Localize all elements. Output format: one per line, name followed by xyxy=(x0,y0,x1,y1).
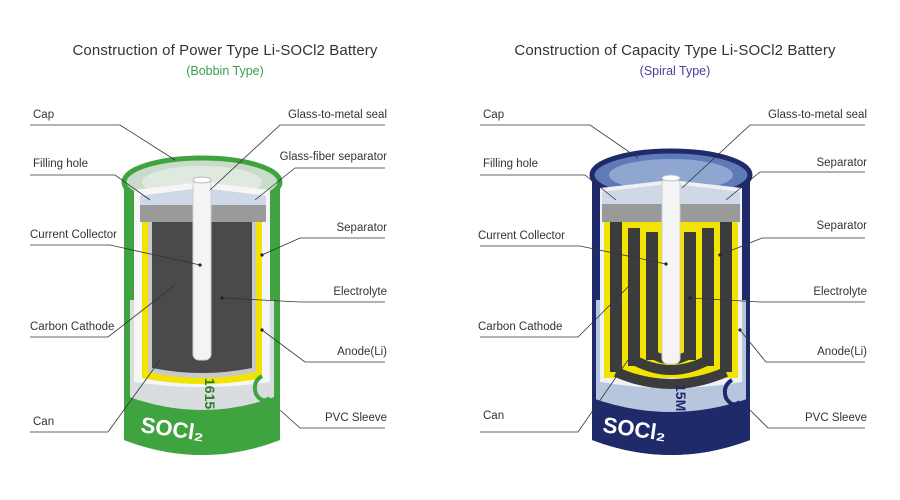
logo-mark xyxy=(722,378,742,407)
sleeve-bottom-band xyxy=(592,398,750,455)
current-collector xyxy=(661,177,681,365)
label-anode: Anode(Li) xyxy=(337,346,387,358)
label-glass-fiber-separator: Glass-fiber separator xyxy=(279,151,387,163)
label-anode: Anode(Li) xyxy=(817,346,867,358)
spiral-title: Construction of Capacity Type Li-SOCl2 B… xyxy=(514,42,836,59)
label-current-collector: Current Collector xyxy=(478,230,565,242)
label-carbon-cathode: Carbon Cathode xyxy=(478,321,563,333)
label-electrolyte: Electrolyte xyxy=(813,286,867,298)
spiral-type-panel: Construction of Capacity Type Li-SOCl2 B… xyxy=(450,0,900,500)
label-glass-to-metal-seal: Glass-to-metal seal xyxy=(287,109,387,121)
logo-mark xyxy=(252,374,272,403)
label-filling-hole: Filling hole xyxy=(483,158,538,170)
label-can: Can xyxy=(33,416,55,428)
label-electrolyte: Electrolyte xyxy=(333,286,387,298)
label-separator: Separator xyxy=(816,220,867,232)
current-collector xyxy=(192,179,212,361)
label-separator-top: Separator xyxy=(816,157,867,169)
label-pvc-sleeve: PVC Sleeve xyxy=(804,412,867,424)
sleeve-bottom-band xyxy=(124,395,280,455)
label-separator: Separator xyxy=(336,222,387,234)
bobbin-title: Construction of Power Type Li-SOCl2 Batt… xyxy=(72,42,378,59)
label-current-collector: Current Collector xyxy=(30,229,117,241)
label-filling-hole: Filling hole xyxy=(33,158,88,170)
bobbin-battery-illustration: SOCl₂ 1615 xyxy=(30,124,385,455)
label-cap: Cap xyxy=(483,109,505,121)
label-carbon-cathode: Carbon Cathode xyxy=(30,321,115,333)
spiral-battery-illustration: SOCl₂ 15M xyxy=(480,124,865,455)
body-text: 15M xyxy=(673,384,689,411)
spiral-subtitle: (Spiral Type) xyxy=(639,64,711,78)
label-cap: Cap xyxy=(33,109,55,121)
label-glass-to-metal-seal: Glass-to-metal seal xyxy=(767,109,867,121)
body-text: 1615 xyxy=(202,378,218,409)
label-pvc-sleeve: PVC Sleeve xyxy=(324,412,387,424)
bobbin-subtitle: (Bobbin Type) xyxy=(186,64,264,78)
bobbin-type-panel: Construction of Power Type Li-SOCl2 Batt… xyxy=(30,42,387,455)
label-can: Can xyxy=(483,410,505,422)
